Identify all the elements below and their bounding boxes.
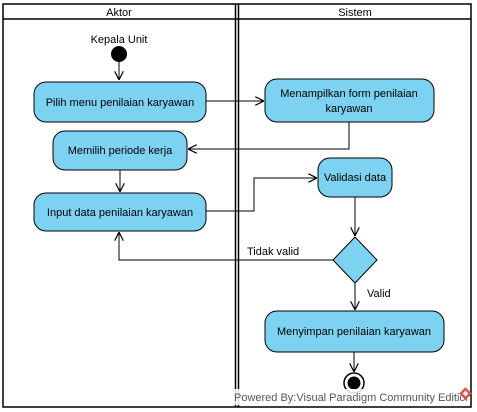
start-label: Kepala Unit	[91, 34, 148, 46]
guard-tidak-valid: Tidak valid	[247, 246, 299, 258]
action-pilih-menu-label: Pilih menu penilaian karyawan	[46, 97, 195, 109]
action-menampilkan-form-label-2: karyawan	[325, 103, 372, 115]
final-node-inner	[347, 376, 361, 390]
watermark-text: Powered By​:Visual Paradigm Community Ed…	[234, 392, 472, 404]
flow-decision-tidak-valid	[119, 233, 333, 261]
lane-title-sistem: Sistem	[338, 7, 372, 19]
action-menyimpan-label: Menyimpan penilaian karyawan	[277, 326, 431, 338]
lane-title-aktor: Aktor	[106, 7, 132, 19]
action-memilih-periode-label: Memilih periode kerja	[68, 145, 173, 157]
visual-paradigm-logo-icon	[459, 387, 472, 400]
action-input-data-label: Input data penilaian karyawan	[47, 207, 193, 219]
initial-node	[111, 46, 127, 62]
watermark-bg	[232, 389, 470, 405]
flow-input-to-validasi	[206, 178, 316, 212]
action-pilih-menu	[33, 81, 207, 123]
action-menampilkan-form-label-1: Menampilkan form penilaian	[280, 88, 418, 100]
flow-menampilkan-to-memilih	[189, 122, 350, 149]
action-validasi-data-label: Validasi data	[324, 172, 387, 184]
guard-valid: Valid	[367, 288, 391, 300]
action-menampilkan-form	[264, 78, 435, 123]
action-input-data	[33, 192, 207, 232]
